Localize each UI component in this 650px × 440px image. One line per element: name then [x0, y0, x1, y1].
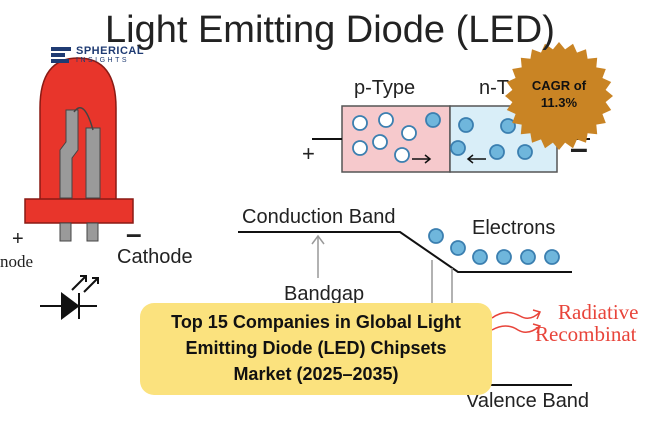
junction-plus-sign: + [302, 141, 315, 166]
brand-logo: SPHERICAL INSIGHTS [50, 43, 144, 67]
spherical-logo-icon [51, 47, 71, 63]
led-lead-anode [59, 222, 72, 242]
caption-line-3: Market (2025–2035) [233, 364, 399, 384]
page-title: Light Emitting Diode (LED) [105, 9, 555, 51]
anode-label: node [0, 252, 34, 271]
pn-junction [312, 105, 590, 173]
caption-box: Top 15 Companies in Global Light Emittin… [140, 303, 492, 395]
cagr-label: CAGR of [531, 78, 587, 93]
p-type-label: p-Type [354, 77, 416, 99]
caption-line-2: Emitting Diode (LED) Chipsets [185, 338, 447, 358]
conduction-band-label: Conduction Band [242, 206, 396, 228]
led-anvil [59, 109, 79, 199]
n-type-label: n-T [479, 77, 509, 99]
bandgap-label: Bandgap [284, 283, 365, 305]
led-illustration [24, 57, 134, 242]
recombination-label: Recombinat [535, 322, 637, 346]
led-bond-wire [73, 107, 94, 131]
cagr-value: 11.3% [540, 95, 578, 110]
electrons-label: Electrons [472, 217, 556, 239]
conduction-band-line [238, 231, 572, 273]
caption-line-1: Top 15 Companies in Global Light [171, 312, 461, 332]
led-base-flange [24, 198, 134, 224]
cagr-badge [505, 42, 613, 150]
cathode-label: Cathode [117, 246, 193, 268]
diode-symbol [40, 275, 99, 320]
cagr-badge-text: CAGR of 11.3% [505, 77, 613, 111]
valence-band-label: Valence Band [466, 390, 590, 412]
led-post [85, 127, 101, 199]
logo-tagline: INSIGHTS [76, 56, 130, 64]
electron-particles [428, 228, 560, 265]
led-lead-cathode [86, 222, 99, 242]
led-plus-sign: + [12, 228, 24, 250]
led-minus-sign: – [126, 218, 142, 249]
logo-name: SPHERICAL [76, 44, 145, 57]
radiative-label: Radiative [558, 300, 639, 324]
junction-minus-sign: – [570, 130, 588, 166]
